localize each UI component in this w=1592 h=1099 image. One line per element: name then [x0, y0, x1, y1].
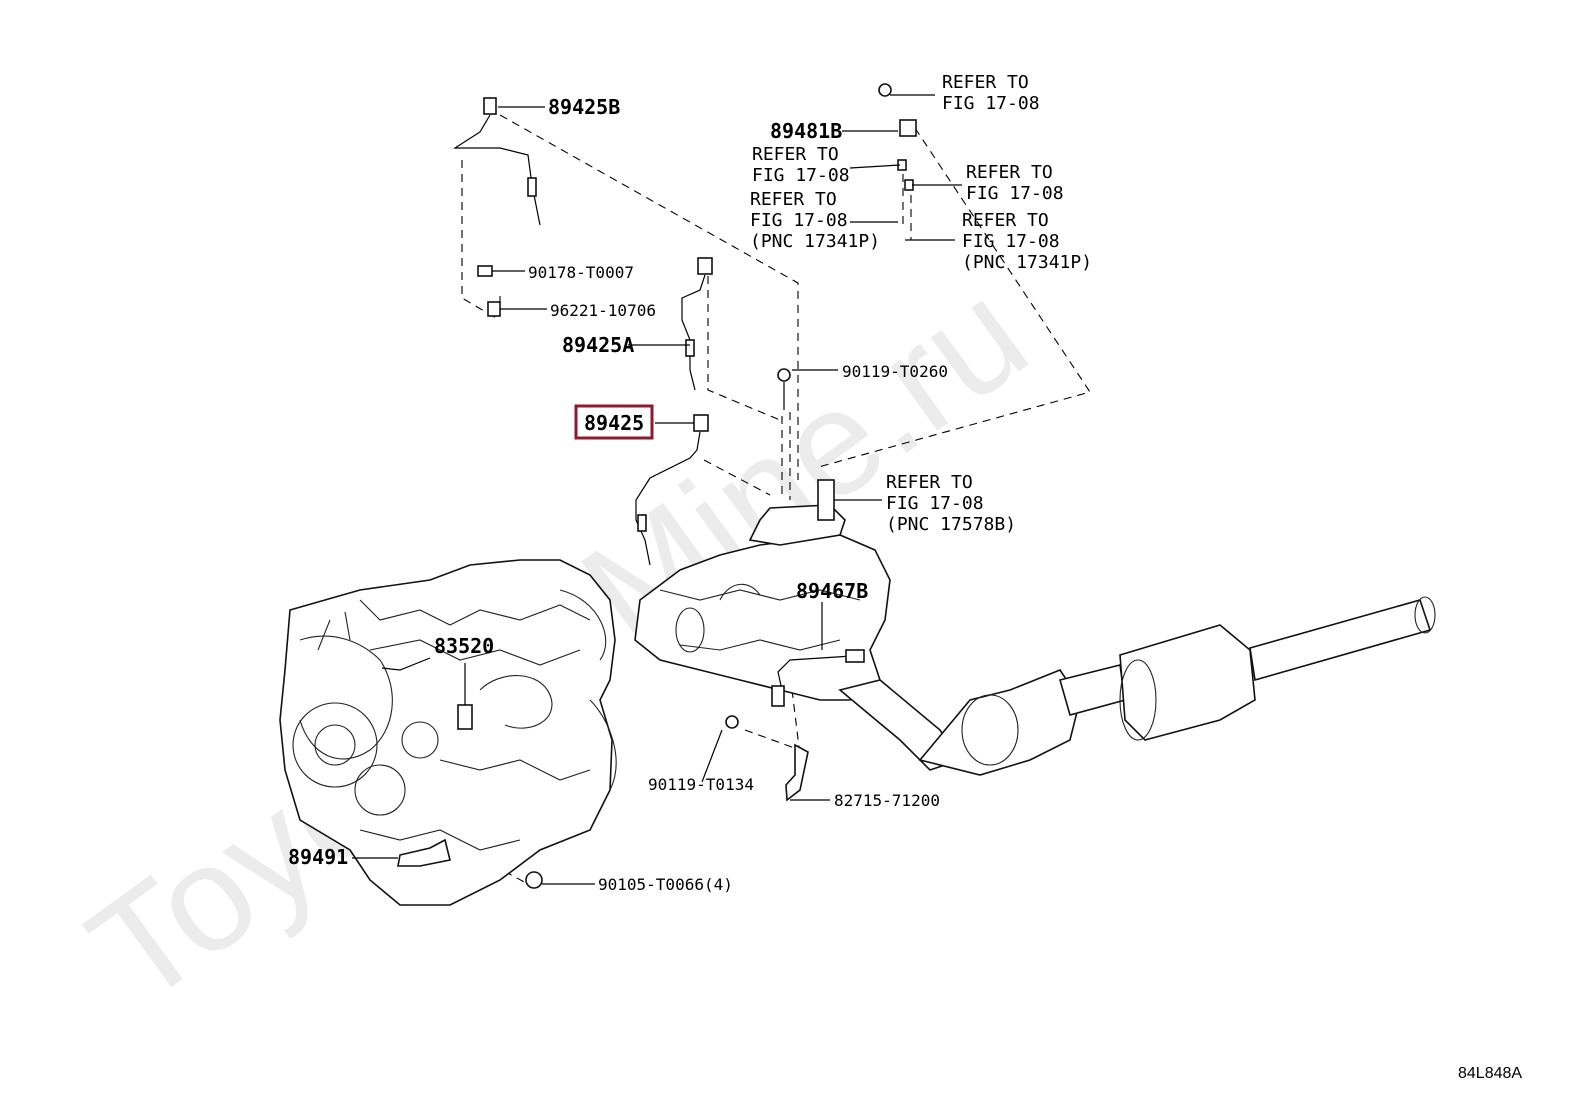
sensor-89481B: [878, 83, 917, 191]
label-90178-T0007: 90178-T0007: [528, 263, 634, 282]
svg-text:FIG 17-08: FIG 17-08: [750, 210, 848, 231]
svg-text:(PNC 17578B): (PNC 17578B): [886, 514, 1016, 535]
highlight-box: [574, 404, 654, 440]
sensor-89467B: [771, 649, 865, 707]
label-90119-T0260: 90119-T0260: [842, 362, 948, 381]
refer-note-5: REFER TO FIG 17-08 (PNC 17341P): [962, 210, 1092, 273]
clamp-96221: [487, 301, 501, 317]
sensor-89425: [635, 414, 709, 566]
svg-text:REFER TO: REFER TO: [942, 72, 1029, 93]
bracket-82715-71200: [785, 743, 809, 802]
label-89481B: 89481B: [770, 119, 842, 143]
diagram-code: 84L848A: [1458, 1065, 1522, 1082]
bolt-90119-T0260: [777, 368, 791, 410]
assembly-dashed-lines: [454, 114, 1091, 886]
svg-text:FIG 17-08: FIG 17-08: [752, 165, 850, 186]
label-89491: 89491: [288, 845, 348, 869]
label-90105-T0066: 90105-T0066(4): [598, 875, 733, 894]
label-90119-T0134: 90119-T0134: [648, 775, 754, 794]
svg-text:FIG 17-08: FIG 17-08: [942, 93, 1040, 114]
svg-text:(PNC 17341P): (PNC 17341P): [750, 231, 880, 252]
label-89425A: 89425A: [562, 333, 634, 357]
svg-text:REFER TO: REFER TO: [752, 144, 839, 165]
engine-block: [279, 559, 617, 906]
label-82715-71200: 82715-71200: [834, 791, 940, 810]
label-89425B: 89425B: [548, 95, 620, 119]
label-83520: 83520: [434, 634, 494, 658]
svg-text:FIG 17-08: FIG 17-08: [966, 183, 1064, 204]
refer-note-4: REFER TO FIG 17-08 (PNC 17341P): [750, 189, 880, 252]
svg-text:(PNC 17341P): (PNC 17341P): [962, 252, 1092, 273]
refer-note-2: REFER TO FIG 17-08: [752, 144, 850, 186]
sensor-83520: [457, 704, 473, 730]
sensor-89491: [397, 838, 543, 889]
svg-text:FIG 17-08: FIG 17-08: [962, 231, 1060, 252]
label-89467B: 89467B: [796, 579, 868, 603]
sensor-89425B: [452, 97, 541, 226]
bolt-90119-T0134: [725, 715, 739, 729]
svg-text:REFER TO: REFER TO: [962, 210, 1049, 231]
svg-text:FIG 17-08: FIG 17-08: [886, 493, 984, 514]
exhaust-pipe: [918, 596, 1436, 776]
svg-text:REFER TO: REFER TO: [886, 472, 973, 493]
svg-text:REFER TO: REFER TO: [966, 162, 1053, 183]
svg-text:REFER TO: REFER TO: [750, 189, 837, 210]
clip-90178: [477, 265, 493, 277]
label-96221-10706: 96221-10706: [550, 301, 656, 320]
refer-note-1: REFER TO FIG 17-08: [942, 72, 1040, 114]
sensor-89425A: [681, 257, 713, 391]
label-89425-highlighted[interactable]: 89425: [584, 411, 644, 435]
leader-lines: [352, 94, 962, 885]
refer-note-6: REFER TO FIG 17-08 (PNC 17578B): [886, 472, 1016, 535]
refer-note-3: REFER TO FIG 17-08: [966, 162, 1064, 204]
